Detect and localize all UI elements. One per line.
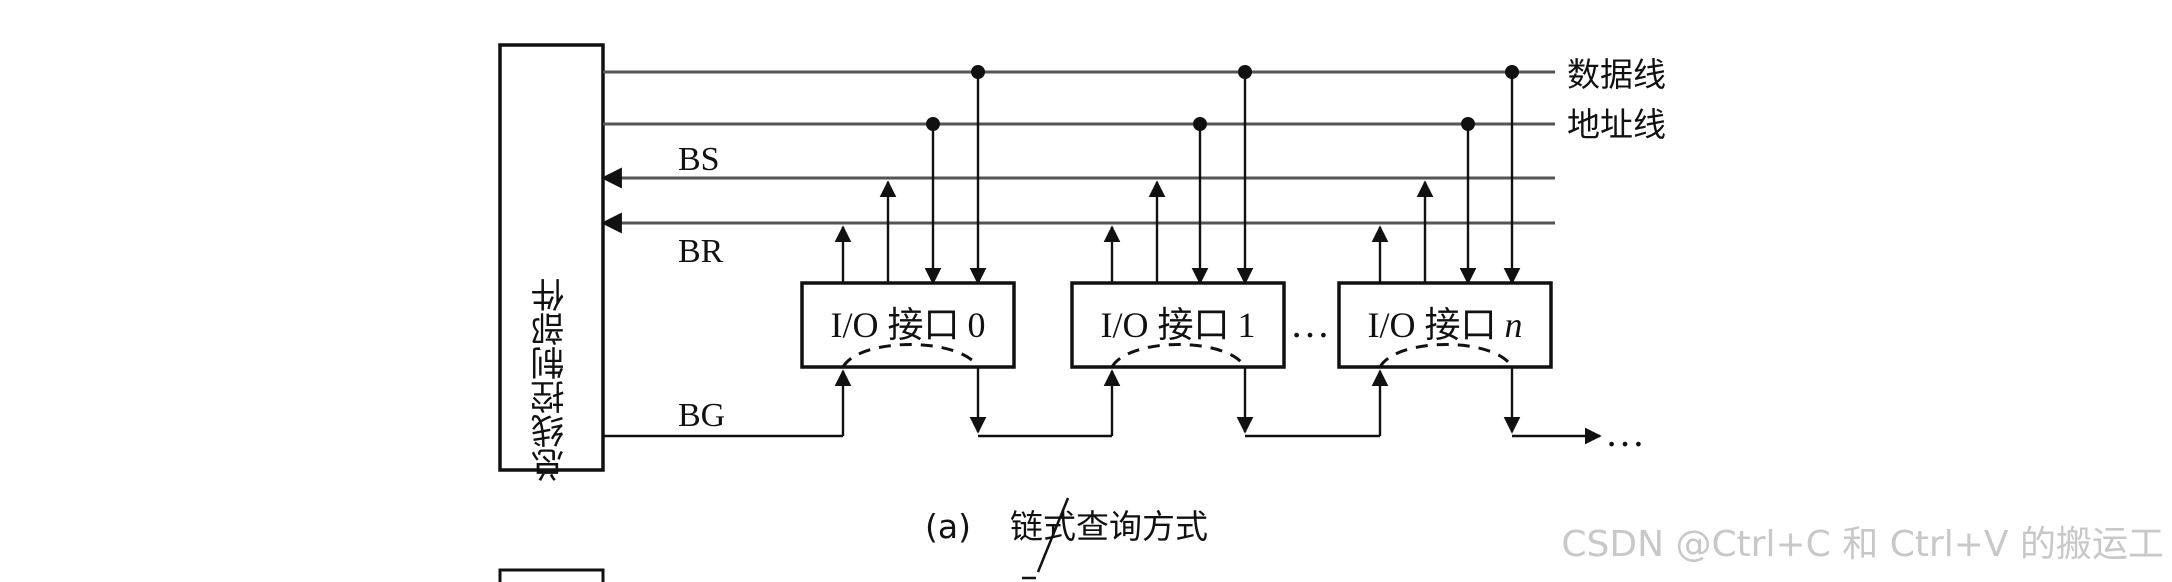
io-interface-index: 1	[1238, 305, 1256, 345]
chain-end-ellipsis: …	[1605, 410, 1645, 455]
data-junction-dot	[1238, 65, 1252, 79]
bus-controller-label: 总线控制部件	[531, 278, 571, 482]
br-label: BR	[678, 233, 724, 270]
io-interface-prefix: I/O 接口	[1368, 305, 1497, 345]
io-interface-index: n	[1505, 305, 1523, 345]
csdn-watermark: CSDN @Ctrl+C 和 Ctrl+V 的搬运工	[1561, 524, 2164, 565]
address-junction-dot	[926, 117, 940, 131]
address-junction-dot	[1193, 117, 1207, 131]
pen-stroke-mark	[1036, 497, 1070, 573]
interface-ellipsis: …	[1290, 301, 1330, 346]
bg-label: BG	[678, 397, 725, 434]
io-interface-prefix: I/O 接口	[1101, 305, 1230, 345]
next-figure-box-edge	[498, 568, 605, 582]
io-interface-box	[800, 281, 1016, 369]
bs-label: BS	[678, 141, 720, 178]
address-line-label: 地址线	[1567, 105, 1666, 144]
caption-tag: (a)	[925, 507, 971, 546]
io-interface-box	[1070, 281, 1286, 369]
internal-chain-dashed-link	[841, 343, 980, 368]
address-junction-dot	[1461, 117, 1475, 131]
data-junction-dot	[971, 65, 985, 79]
internal-chain-dashed-link	[1110, 343, 1247, 368]
data-line-label: 数据线	[1567, 55, 1666, 94]
caption-text: 链式查询方式	[1010, 507, 1208, 546]
bus-controller-box	[498, 43, 605, 472]
io-interface-prefix: I/O 接口	[831, 305, 960, 345]
internal-chain-dashed-link	[1378, 343, 1514, 368]
io-interface-box	[1337, 281, 1553, 369]
io-interface-index: 0	[968, 305, 986, 345]
data-junction-dot	[1505, 65, 1519, 79]
